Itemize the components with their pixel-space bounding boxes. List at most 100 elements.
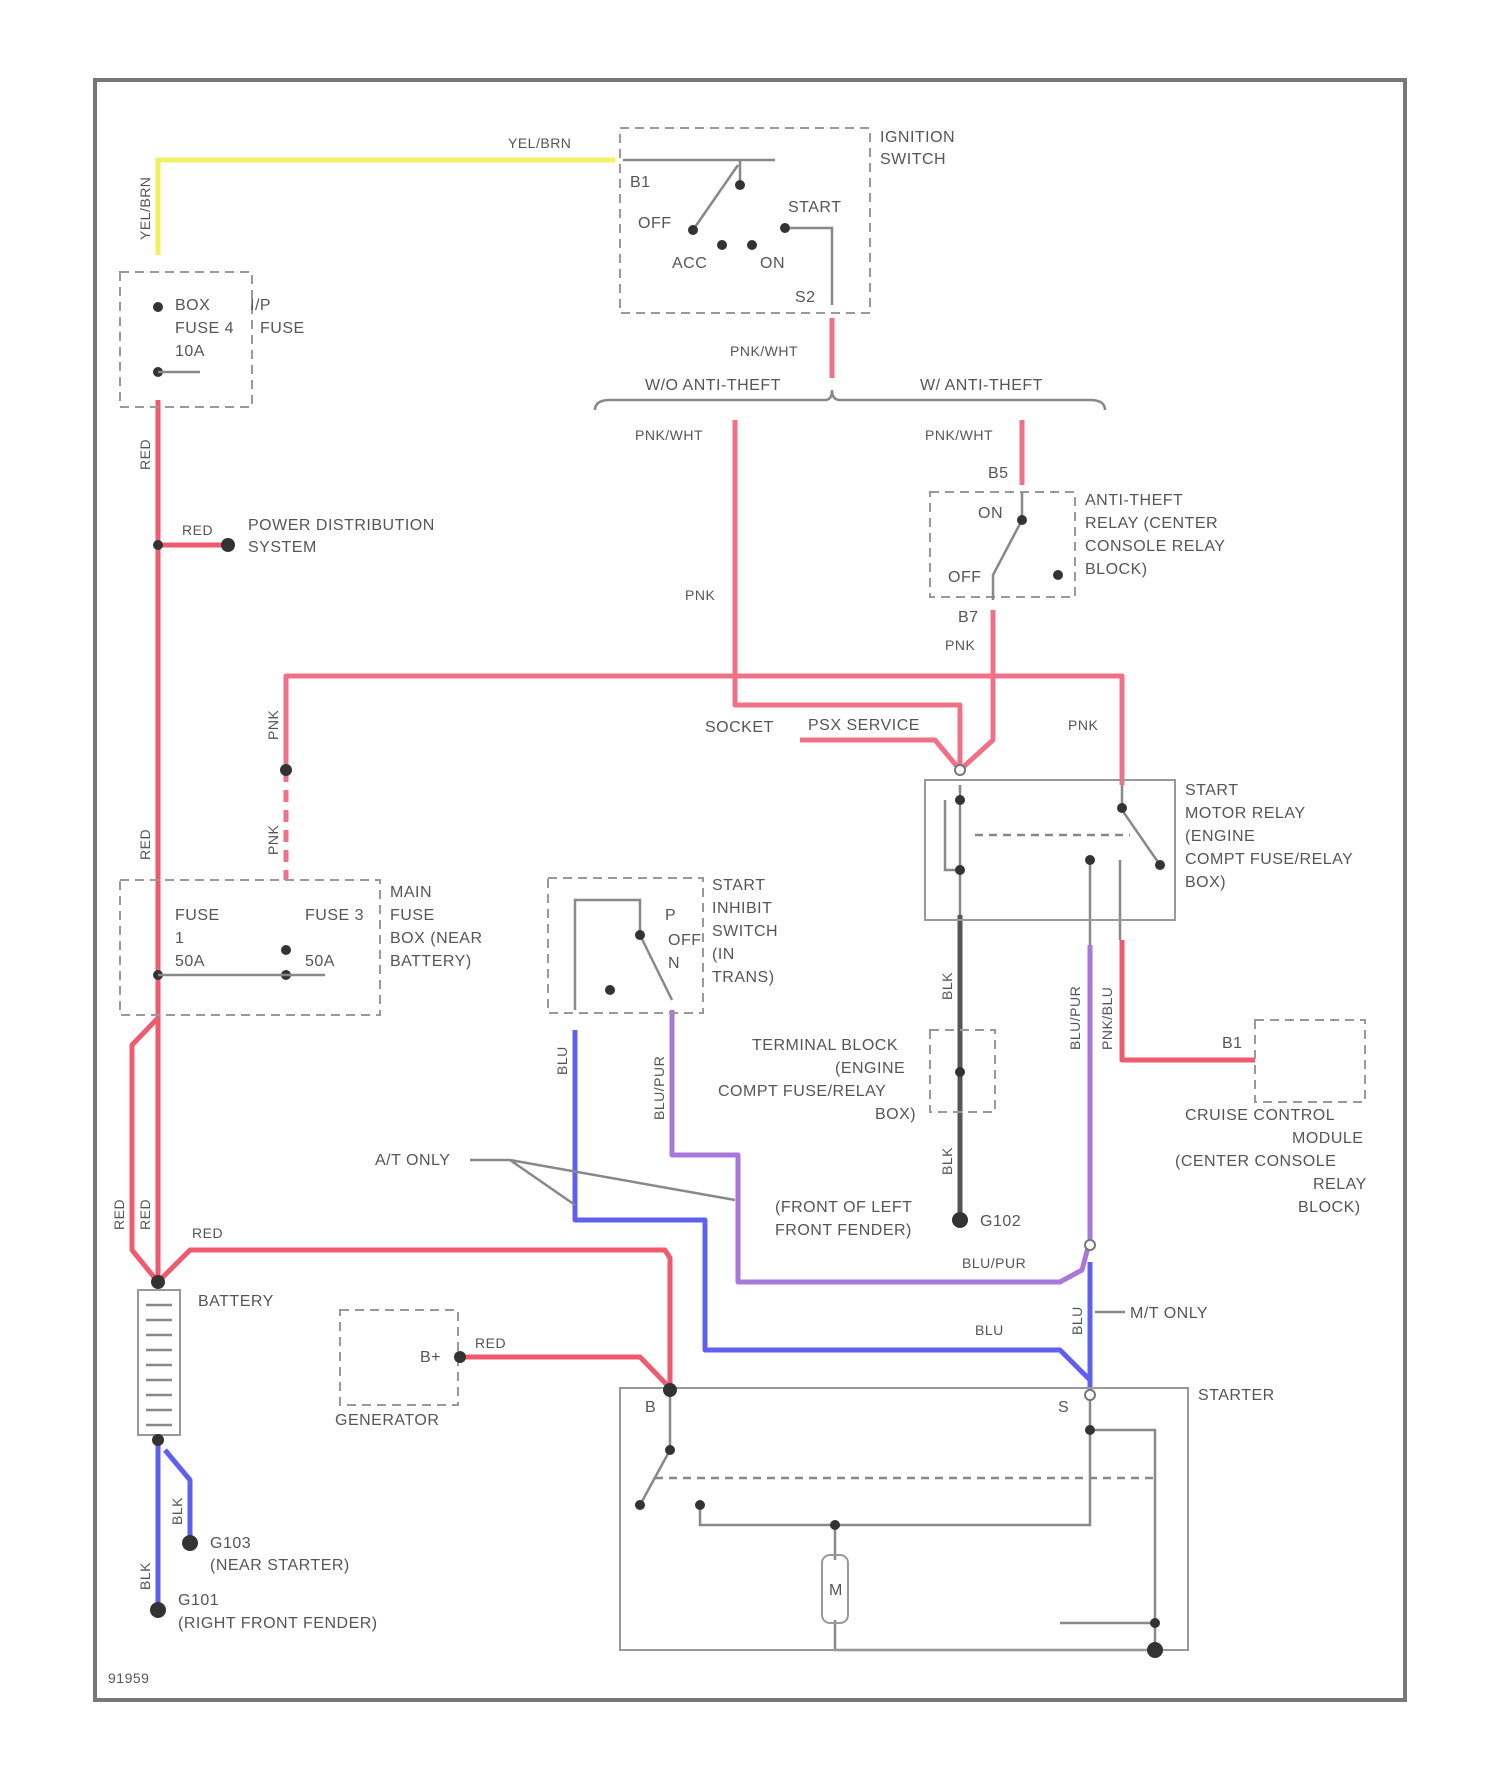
- wire-label-blk-g103: BLK: [169, 1497, 185, 1525]
- red-battery-starter-wire: [158, 1250, 670, 1390]
- ignition-switch-label-1: IGNITION: [880, 129, 955, 146]
- ignition-contact-off: [688, 225, 698, 235]
- fuse1-label-3: 50A: [175, 953, 205, 970]
- fuse4-label-1: BOX: [175, 297, 210, 314]
- ignition-term-b1: B1: [630, 174, 651, 191]
- cruise-label-2: MODULE: [1292, 1130, 1363, 1147]
- anti-theft-term-b7: B7: [958, 609, 979, 626]
- starter-contact-1: [665, 1445, 675, 1455]
- starter-contact-3: [695, 1500, 705, 1510]
- ignition-contact-start: [780, 223, 790, 233]
- ignition-switch-label-2: SWITCH: [880, 151, 946, 168]
- wire-label-red-bat1: RED: [111, 1199, 127, 1230]
- ignition-pos-on: ON: [760, 255, 785, 272]
- anti-theft-label-4: BLOCK): [1085, 561, 1148, 578]
- fuse3-dot-top: [281, 945, 291, 955]
- anti-theft-contact-on: [1017, 515, 1027, 525]
- cruise-term-b1: B1: [1222, 1035, 1243, 1052]
- blk-ground-g103-wire: [165, 1450, 190, 1540]
- start-relay-label-4: COMPT FUSE/RELAY: [1185, 851, 1353, 868]
- blu-pur-connector: [1085, 1240, 1095, 1250]
- inhibit-switch-contacts: [575, 900, 672, 1010]
- note-wo-anti-theft: W/O ANTI-THEFT: [645, 377, 781, 394]
- cruise-control-module-box: [1255, 1020, 1365, 1102]
- cruise-label-4: RELAY: [1313, 1176, 1367, 1193]
- anti-theft-label-3: CONSOLE RELAY: [1085, 538, 1225, 555]
- wire-label-blu-pur-rel: BLU/PUR: [1067, 986, 1083, 1050]
- fuse4-dot-1: [153, 302, 163, 312]
- wire-label-pnk-v2: PNK: [265, 825, 281, 855]
- inhibit-pos-off: OFF: [668, 932, 702, 949]
- fuse4-label-2: FUSE 4: [175, 320, 234, 337]
- g103-label: G103: [210, 1535, 251, 1552]
- relay-dot-1: [955, 795, 965, 805]
- main-fuse-label-1: MAIN: [390, 884, 432, 901]
- terminal-block-label-4: BOX): [875, 1106, 916, 1123]
- inhibit-label-2: INHIBIT: [712, 900, 772, 917]
- g102-desc-2: FRONT FENDER): [775, 1222, 912, 1239]
- start-relay-label-3: (ENGINE: [1185, 828, 1255, 845]
- starter-motor-m: M: [829, 1582, 843, 1599]
- wire-label-red-gen: RED: [475, 1335, 506, 1351]
- terminal-block-label-3: COMPT FUSE/RELAY: [718, 1083, 886, 1100]
- pds-label-2: SYSTEM: [248, 539, 317, 556]
- wire-label-red-bat-h: RED: [192, 1225, 223, 1241]
- wire-label-pnk-wht-right: PNK/WHT: [925, 427, 993, 443]
- starter-term-s: S: [1058, 1399, 1069, 1416]
- red-splice-dot: [153, 540, 163, 550]
- wire-label-pnk-relay: PNK: [1068, 717, 1098, 733]
- terminal-block-label-2: (ENGINE: [835, 1060, 905, 1077]
- inhibit-label-3: SWITCH: [712, 923, 778, 940]
- wire-label-pnk-wht-top: PNK/WHT: [730, 343, 798, 359]
- fuse4-label-ip: I/P: [250, 297, 271, 314]
- g102-ground: [952, 1212, 968, 1228]
- at-only-arrows: [470, 1160, 735, 1205]
- ignition-contact-acc: [717, 240, 727, 250]
- starter-label: STARTER: [1198, 1387, 1275, 1404]
- ignition-switch-contacts: [623, 160, 832, 305]
- starter-s-dot: [1085, 1425, 1095, 1435]
- anti-theft-pos-on: ON: [978, 505, 1003, 522]
- start-relay-label-5: BOX): [1185, 874, 1226, 891]
- fuse4-label-3: 10A: [175, 343, 205, 360]
- g103-ground: [182, 1535, 198, 1551]
- starter-internal-wiring: [640, 1395, 1155, 1650]
- g102-desc-1: (FRONT OF LEFT: [775, 1199, 912, 1216]
- starter-box: [620, 1388, 1188, 1650]
- red-generator-wire: [460, 1357, 670, 1388]
- ignition-pos-start: START: [788, 199, 841, 216]
- battery-box: [138, 1290, 180, 1435]
- starter-s-connector: [1085, 1390, 1095, 1400]
- generator-term-bplus: B+: [420, 1349, 441, 1366]
- relay-dot-5: [1155, 860, 1165, 870]
- g101-ground: [150, 1602, 166, 1618]
- wire-label-blu-pur-h: BLU/PUR: [962, 1255, 1026, 1271]
- ignition-contact-on: [747, 240, 757, 250]
- note-socket: SOCKET: [705, 719, 774, 736]
- pds-dot: [221, 538, 235, 552]
- starter-term-b: B: [645, 1399, 656, 1416]
- wire-label-blu-pur-inh: BLU/PUR: [651, 1056, 667, 1120]
- battery-cells: [146, 1305, 172, 1425]
- red-battery-loop-wire: [132, 1018, 158, 1282]
- cruise-label-5: BLOCK): [1298, 1199, 1361, 1216]
- pds-label-1: POWER DISTRIBUTION: [248, 517, 435, 534]
- fuse3-label-1: FUSE 3: [305, 907, 364, 924]
- generator-bplus-dot: [454, 1351, 466, 1363]
- start-relay-label-1: START: [1185, 782, 1238, 799]
- fuse4-box: [120, 272, 252, 407]
- ignition-pos-acc: ACC: [672, 255, 707, 272]
- main-fuse-label-3: BOX (NEAR: [390, 930, 483, 947]
- starter-motor-dot: [830, 1520, 840, 1530]
- relay-dot-4: [1085, 855, 1095, 865]
- inhibit-label-4: (IN: [712, 946, 735, 963]
- terminal-block-label-1: TERMINAL BLOCK: [752, 1037, 898, 1054]
- wire-label-blu-v: BLU: [1069, 1306, 1085, 1335]
- note-mt-only: M/T ONLY: [1130, 1305, 1208, 1322]
- g103-desc: (NEAR STARTER): [210, 1557, 350, 1574]
- starter-b-dot: [663, 1383, 677, 1397]
- fuse3-feed-dot: [280, 764, 292, 776]
- fuse1-label-2: 1: [175, 930, 184, 947]
- anti-theft-pos-off: OFF: [948, 569, 982, 586]
